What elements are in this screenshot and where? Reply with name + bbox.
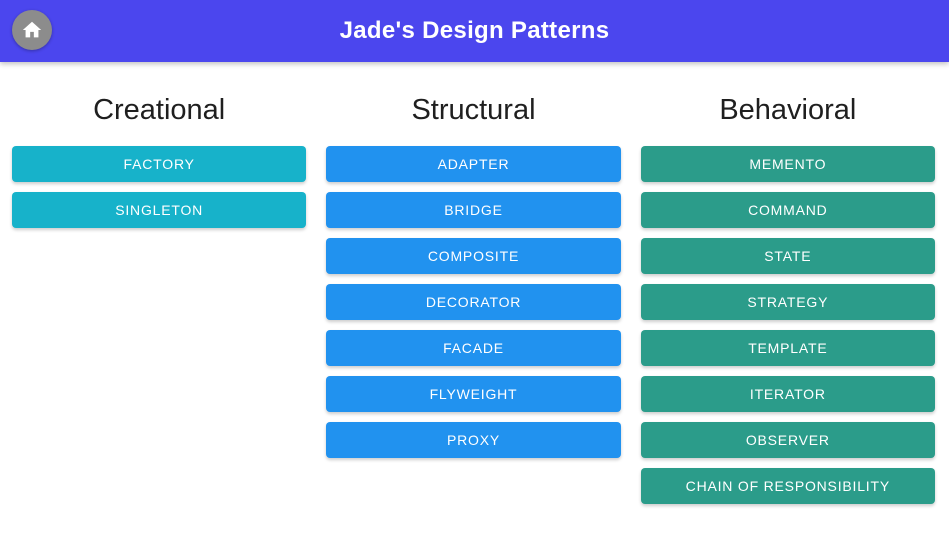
pattern-button-factory[interactable]: FACTORY xyxy=(12,146,307,182)
pattern-button-decorator[interactable]: DECORATOR xyxy=(326,284,621,320)
pattern-button-chain-of-responsibility[interactable]: CHAIN OF RESPONSIBILITY xyxy=(640,468,935,504)
app-header: Jade's Design Patterns xyxy=(0,0,949,62)
pattern-button-composite[interactable]: COMPOSITE xyxy=(326,238,621,274)
pattern-button-command[interactable]: COMMAND xyxy=(640,192,935,228)
pattern-button-state[interactable]: STATE xyxy=(640,238,935,274)
home-icon xyxy=(21,19,43,41)
pattern-button-proxy[interactable]: PROXY xyxy=(326,422,621,458)
pattern-button-observer[interactable]: OBSERVER xyxy=(640,422,935,458)
pattern-button-template[interactable]: TEMPLATE xyxy=(640,330,935,366)
page-title: Jade's Design Patterns xyxy=(339,17,610,44)
home-button[interactable] xyxy=(12,10,52,50)
pattern-button-iterator[interactable]: ITERATOR xyxy=(640,376,935,412)
pattern-button-flyweight[interactable]: FLYWEIGHT xyxy=(326,376,621,412)
column-heading-creational: Creational xyxy=(93,94,226,126)
pattern-button-facade[interactable]: FACADE xyxy=(326,330,621,366)
pattern-button-strategy[interactable]: STRATEGY xyxy=(640,284,935,320)
pattern-button-bridge[interactable]: BRIDGE xyxy=(326,192,621,228)
pattern-button-singleton[interactable]: SINGLETON xyxy=(12,192,307,228)
pattern-button-memento[interactable]: MEMENTO xyxy=(640,146,935,182)
column-heading-behavioral: Behavioral xyxy=(719,94,857,126)
column-heading-structural: Structural xyxy=(411,94,536,126)
pattern-button-adapter[interactable]: ADAPTER xyxy=(326,146,621,182)
